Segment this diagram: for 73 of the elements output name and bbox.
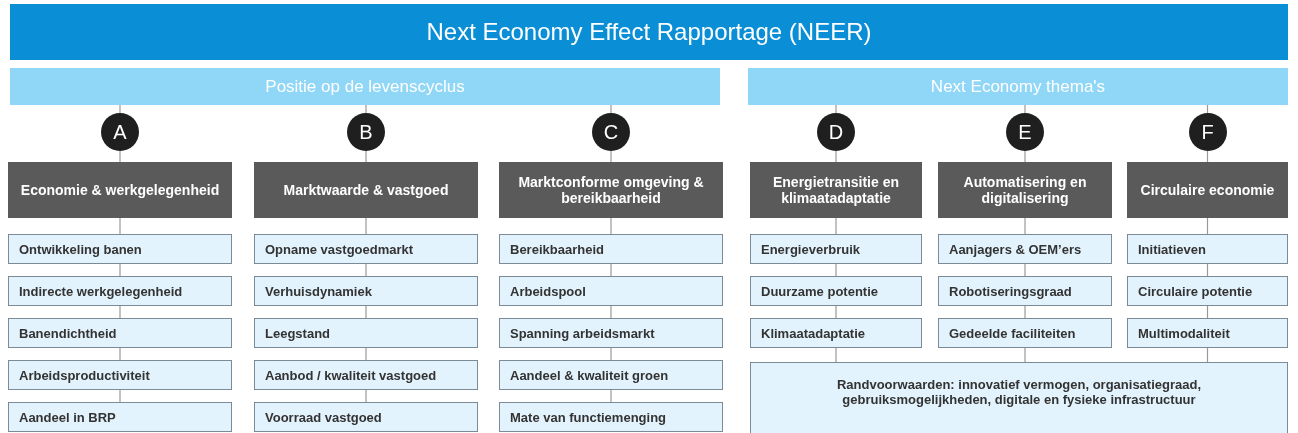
indicator-box: Ontwikkeling banen	[8, 234, 232, 264]
indicator-box: Voorraad vastgoed	[254, 402, 478, 432]
indicator-box: Indirecte werkgelegenheid	[8, 276, 232, 306]
indicator-box: Aandeel in BRP	[8, 402, 232, 432]
connector-line	[835, 217, 837, 235]
connector-line	[835, 263, 837, 277]
connector-line	[610, 305, 612, 319]
conditions-box: Randvoorwaarden: innovatief vermogen, organisatiegraad, gebruiksmogelijkheden, digitale en fysieke infrastructuur	[750, 362, 1288, 433]
connector-line	[365, 150, 367, 163]
letter-circle: D	[817, 113, 855, 151]
connector-line	[119, 305, 121, 319]
indicator-box: Multimodaliteit	[1127, 318, 1288, 348]
connector-line	[119, 104, 121, 114]
connector-line	[1024, 347, 1026, 363]
letter-circle: C	[592, 113, 630, 151]
connector-line	[1024, 305, 1026, 319]
indicator-box: Leegstand	[254, 318, 478, 348]
connector-line	[365, 389, 367, 403]
connector-line	[119, 263, 121, 277]
connector-line	[1024, 263, 1026, 277]
theme-header: Marktconforme omgeving & bereikbaarheid	[499, 162, 723, 218]
connector-line	[610, 150, 612, 163]
theme-header: Circulaire economie	[1127, 162, 1288, 218]
indicator-box: Klimaatadaptatie	[750, 318, 922, 348]
connector-line	[610, 104, 612, 114]
connector-line	[610, 347, 612, 361]
indicator-box: Duurzame potentie	[750, 276, 922, 306]
indicator-box: Opname vastgoedmarkt	[254, 234, 478, 264]
theme-header: Energietransitie en klimaatadaptatie	[750, 162, 922, 218]
letter-circle: A	[101, 113, 139, 151]
connector-line	[835, 305, 837, 319]
letter-circle: F	[1188, 113, 1227, 151]
indicator-box: Circulaire potentie	[1127, 276, 1288, 306]
indicator-box: Arbeidsproductiviteit	[8, 360, 232, 390]
connector-line	[1024, 104, 1026, 114]
indicator-box: Aanjagers & OEM’ers	[938, 234, 1112, 264]
letter-circle: E	[1006, 113, 1044, 151]
indicator-box: Aanbod / kwaliteit vastgoed	[254, 360, 478, 390]
connector-line	[119, 347, 121, 361]
indicator-box: Mate van functiemenging	[499, 402, 723, 432]
section-band: Positie op de levenscyclus	[10, 68, 720, 105]
connector-line	[119, 150, 121, 163]
connector-line	[610, 263, 612, 277]
section-band: Next Economy thema's	[748, 68, 1288, 105]
connector-line	[835, 150, 837, 163]
theme-header: Economie & werkgelegenheid	[8, 162, 232, 218]
connector-line	[119, 217, 121, 235]
connector-line	[365, 263, 367, 277]
indicator-box: Initiatieven	[1127, 234, 1288, 264]
connector-line	[610, 389, 612, 403]
indicator-box: Energieverbruik	[750, 234, 922, 264]
indicator-box: Arbeidspool	[499, 276, 723, 306]
connector-line	[610, 217, 612, 235]
connector-line	[119, 389, 121, 403]
indicator-box: Gedeelde faciliteiten	[938, 318, 1112, 348]
indicator-box: Bereikbaarheid	[499, 234, 723, 264]
indicator-box: Robotiseringsgraad	[938, 276, 1112, 306]
letter-circle: B	[347, 113, 385, 151]
indicator-box: Banendichtheid	[8, 318, 232, 348]
connector-line	[1024, 217, 1026, 235]
connector-line	[1024, 150, 1026, 163]
theme-header: Automatisering en digitalisering	[938, 162, 1112, 218]
connector-line	[365, 104, 367, 114]
connector-line	[835, 347, 837, 363]
indicator-box: Verhuisdynamiek	[254, 276, 478, 306]
title-banner: Next Economy Effect Rapportage (NEER)	[10, 4, 1288, 60]
indicator-box: Spanning arbeidsmarkt	[499, 318, 723, 348]
connector-line	[365, 217, 367, 235]
connector-line	[365, 305, 367, 319]
connector-line	[835, 104, 837, 114]
connector-line	[365, 347, 367, 361]
indicator-box: Aandeel & kwaliteit groen	[499, 360, 723, 390]
theme-header: Marktwaarde & vastgoed	[254, 162, 478, 218]
